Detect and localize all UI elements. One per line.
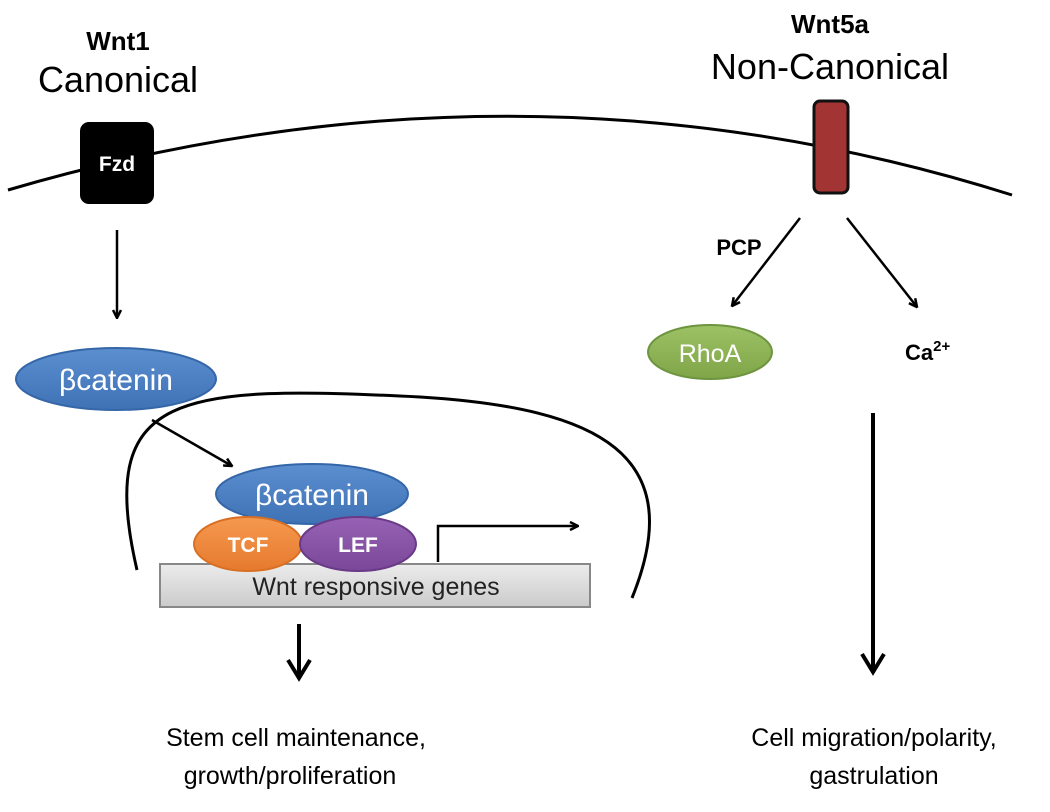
catenin-translocation-arrow xyxy=(151,418,232,466)
nuclear-catenin-label: βcatenin xyxy=(255,479,369,512)
rhoa-label: RhoA xyxy=(679,340,742,368)
tcf-label: TCF xyxy=(228,534,269,557)
tcf-factor: TCF xyxy=(193,516,303,572)
non-canonical-outcome-line-1: Cell migration/polarity, xyxy=(751,724,996,752)
pcp-label: PCP xyxy=(716,235,761,260)
wnt-responsive-genes-label: Wnt responsive genes xyxy=(252,573,499,601)
canonical-outcome-line-2: growth/proliferation xyxy=(184,762,397,790)
calcium-label: Ca2+ xyxy=(905,338,950,365)
rhoa-effector: RhoA xyxy=(647,324,773,380)
fzd-receptor: Fzd xyxy=(80,122,154,204)
wnt-responsive-genes-box: Wnt responsive genes xyxy=(159,563,591,608)
wnt5a-receptor xyxy=(812,99,850,195)
receptor-to-calcium-arrow xyxy=(846,217,917,307)
canonical-ligand-label: Wnt1 xyxy=(86,26,150,56)
lef-factor: LEF xyxy=(299,516,417,572)
calcium-charge: 2+ xyxy=(933,338,950,355)
cytoplasmic-catenin-label: βcatenin xyxy=(59,364,173,397)
lef-label: LEF xyxy=(338,534,378,557)
nucleus-envelope xyxy=(125,391,651,599)
canonical-pathway-label: Canonical xyxy=(38,59,198,100)
cell-membrane xyxy=(7,114,1013,197)
non-canonical-ligand-label: Wnt5a xyxy=(791,9,870,39)
receptor-to-rhoa-arrow xyxy=(732,217,801,306)
non-canonical-pathway-label: Non-Canonical xyxy=(711,46,949,87)
calcium-base: Ca xyxy=(905,340,934,365)
cytoplasmic-catenin: βcatenin xyxy=(15,347,217,411)
canonical-outcome-line-1: Stem cell maintenance, xyxy=(166,724,426,752)
transcription-start-arrow xyxy=(436,526,578,562)
nuclear-catenin: βcatenin xyxy=(215,463,409,525)
fzd-receptor-label: Fzd xyxy=(99,153,135,176)
non-canonical-outcome-line-2: gastrulation xyxy=(809,762,938,790)
